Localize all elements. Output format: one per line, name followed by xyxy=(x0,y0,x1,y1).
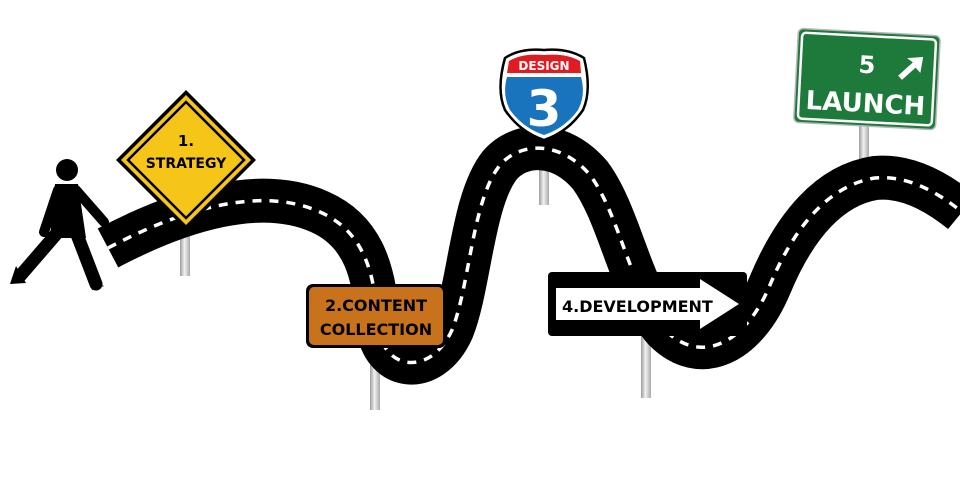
sign-strategy-label: STRATEGY xyxy=(146,156,227,172)
arrow-up-right-icon xyxy=(898,56,924,80)
sign-content-line1: 2.CONTENT xyxy=(325,296,427,315)
sign-content-collection: 2.CONTENT COLLECTION xyxy=(306,284,446,348)
winding-road xyxy=(97,126,960,385)
sign-launch-number: 5 xyxy=(858,51,876,80)
road-surface xyxy=(97,126,960,385)
walking-person-icon xyxy=(10,159,109,291)
sign-design-number: 3 xyxy=(527,80,562,138)
sign-content-line2: COLLECTION xyxy=(320,320,432,339)
pole-strategy xyxy=(180,212,190,276)
sign-design-shield: DESIGN 3 xyxy=(499,48,589,142)
sign-development-label: 4.DEVELOPMENT xyxy=(562,297,713,316)
sign-launch-label: LAUNCH xyxy=(805,86,926,122)
pole-launch xyxy=(859,125,869,180)
sign-development: 4.DEVELOPMENT xyxy=(548,272,747,336)
road-center-dashes xyxy=(107,146,960,365)
pole-content xyxy=(370,340,380,410)
sign-content-face xyxy=(309,287,443,345)
sign-design-banner-text: DESIGN xyxy=(518,59,569,73)
sign-strategy-face xyxy=(121,95,251,225)
sign-launch: 5 LAUNCH xyxy=(793,27,941,131)
pole-development xyxy=(641,330,651,398)
right-arrow-icon xyxy=(556,279,739,329)
sign-design-banner xyxy=(507,54,581,73)
sign-strategy-number: 1. xyxy=(178,132,194,150)
sign-strategy: 1. STRATEGY xyxy=(116,90,256,230)
sign-design-shield-body xyxy=(505,77,583,135)
